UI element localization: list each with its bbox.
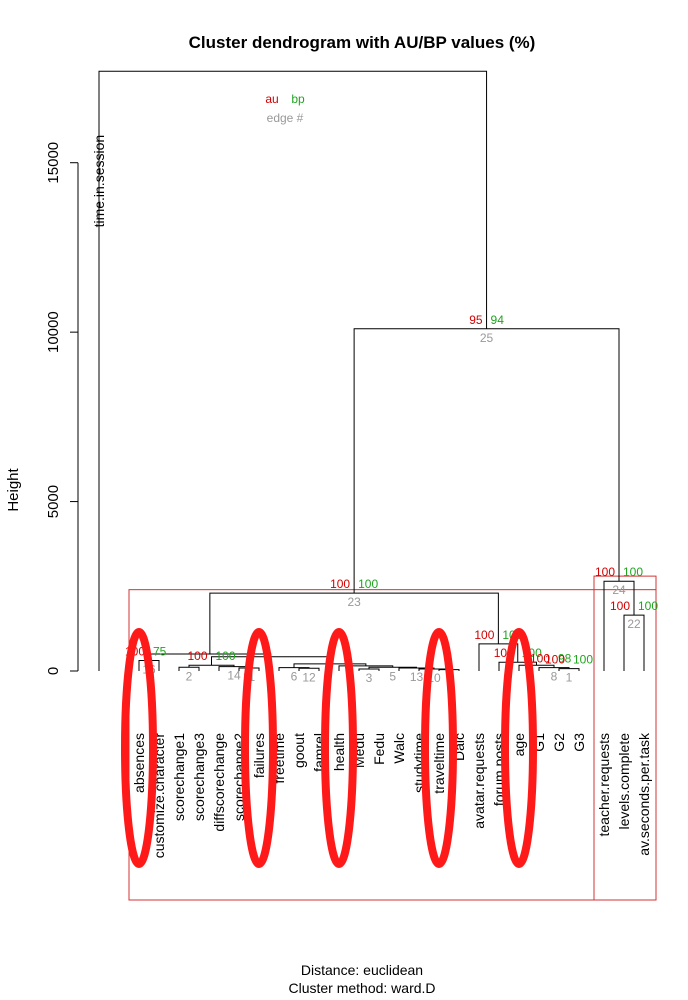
edge-nFree: 6	[291, 670, 298, 684]
merge-nB	[478, 643, 519, 671]
leaf-label-Walc: Walc	[391, 733, 407, 764]
bp-n25: 94	[491, 313, 505, 327]
leaf-label-G2: G2	[551, 733, 567, 752]
leaf-label-health: health	[331, 733, 347, 771]
au-n25: 95	[469, 313, 483, 327]
edge-n3: 3	[366, 671, 373, 685]
edge-n23: 23	[347, 595, 361, 609]
merge-nScore	[188, 664, 235, 668]
merge-nHealth	[338, 665, 394, 671]
leaf-label-scorechange3: scorechange3	[191, 733, 207, 821]
leaf-label-G3: G3	[571, 733, 587, 752]
merge-nF	[498, 661, 537, 671]
bp-n22: 100	[638, 599, 658, 613]
bp-nScore: 100	[216, 649, 236, 663]
leaf-label-Fedu: Fedu	[371, 733, 387, 765]
merge-n12	[298, 667, 320, 671]
y-tick-label-5000: 5000	[45, 485, 62, 518]
edge-n14: 14	[227, 669, 241, 683]
au-nScore: 100	[187, 649, 207, 663]
leaf-label-levels.complete: levels.complete	[616, 733, 632, 830]
merge-root	[98, 70, 488, 671]
leaf-label-absences: absences	[131, 733, 147, 793]
edge-n8: 8	[551, 670, 558, 684]
leaf-label-teacher.requests: teacher.requests	[596, 733, 612, 837]
y-axis: 0 5000 10000 15000	[45, 142, 79, 675]
circle-age	[501, 628, 537, 868]
leaf-label-av.seconds.per.task: av.seconds.per.task	[636, 732, 652, 856]
circle-failures	[241, 628, 277, 868]
leaf-label-traveltime: traveltime	[431, 733, 447, 794]
highlight-box-1	[593, 575, 657, 901]
edge-n25: 25	[480, 331, 494, 345]
legend-au: au	[265, 92, 278, 106]
footer-distance: Distance: euclidean	[301, 962, 423, 978]
leaf-label-avatar.requests: avatar.requests	[471, 733, 487, 829]
circled-leaves	[121, 628, 537, 868]
merge-n22	[623, 614, 645, 671]
y-tick-label-15000: 15000	[45, 142, 62, 184]
leaf-label-time.in.session: time.in.session	[91, 135, 107, 228]
au-nB: 100	[474, 628, 494, 642]
leaf-label-failures: failures	[251, 733, 267, 778]
edge-nW: 13	[410, 670, 424, 684]
edge-n24: 24	[612, 583, 626, 597]
edge-n1: 1	[566, 671, 573, 685]
footer-method: Cluster method: ward.D	[288, 980, 435, 996]
bp-n23: 100	[358, 577, 378, 591]
circle-health	[321, 628, 357, 868]
au-n24: 100	[595, 565, 615, 579]
bp-n24: 100	[623, 565, 643, 579]
bp-n16: 75	[153, 644, 167, 658]
edge-n2: 2	[186, 669, 193, 683]
merge-nAge	[518, 664, 555, 671]
leaf-label-age: age	[511, 733, 527, 757]
bp-n8: 98	[558, 652, 572, 666]
y-axis-label: Height	[5, 467, 22, 511]
edge-n12: 12	[302, 670, 316, 684]
circle-absences	[121, 628, 157, 868]
merge-n1	[558, 668, 580, 671]
merge-n25	[353, 328, 620, 594]
au-n22: 100	[610, 599, 630, 613]
leaf-label-scorechange1: scorechange1	[171, 733, 187, 821]
leaf-label-diffscorechange: diffscorechange	[211, 733, 227, 832]
edge-n22: 22	[627, 617, 641, 631]
y-tick-label-10000: 10000	[45, 311, 62, 353]
merge-n3	[358, 668, 380, 671]
merge-n8	[538, 667, 570, 671]
circle-traveltime	[421, 628, 457, 868]
y-tick-label-0: 0	[45, 667, 62, 675]
merge-n24	[603, 580, 635, 671]
merge-nW	[398, 667, 435, 671]
au-n23: 100	[330, 577, 350, 591]
edge-nM: 5	[389, 669, 396, 683]
chart-title: Cluster dendrogram with AU/BP values (%)	[189, 33, 536, 52]
bp-n1: 100	[573, 653, 593, 667]
merge-n23	[209, 592, 499, 655]
merge-n2	[178, 666, 200, 671]
leaf-label-goout: goout	[291, 733, 307, 768]
legend-edge: edge #	[267, 111, 304, 125]
au-n1: 100	[545, 653, 565, 667]
au-n8: 100	[530, 652, 550, 666]
legend-bp: bp	[291, 92, 305, 106]
